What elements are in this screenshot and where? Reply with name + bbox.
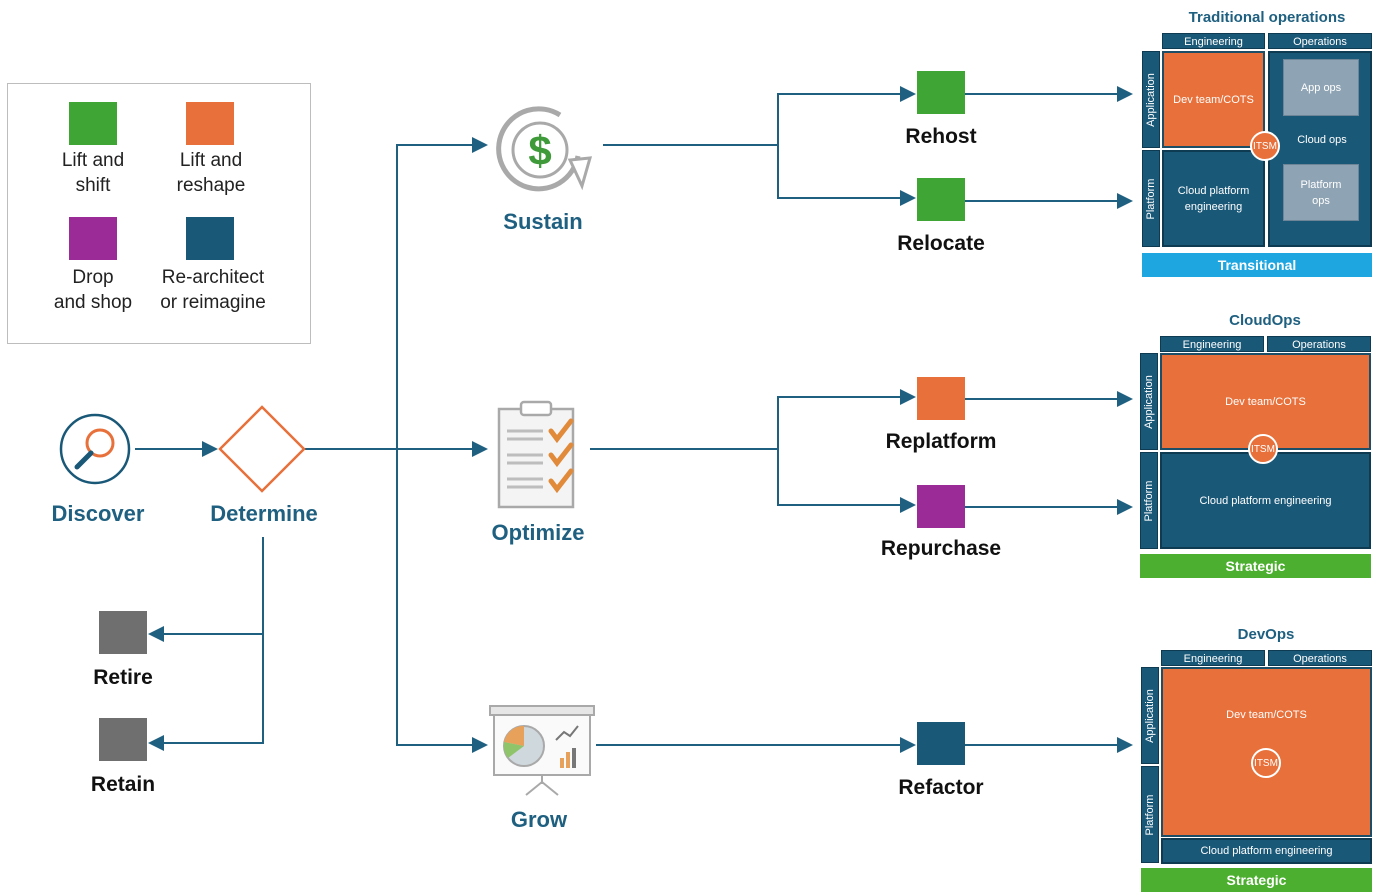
devops-dev-team-label: Dev team/COTS <box>1226 709 1307 721</box>
cloudops-application-side: Application <box>1140 353 1158 450</box>
line-to-retain <box>148 634 264 751</box>
devops-application-side: Application <box>1141 667 1159 764</box>
cloudops-itsm-badge: ITSM <box>1248 434 1278 464</box>
retain-label: Retain <box>90 773 156 796</box>
cloudops-platform-label: Platform <box>1143 480 1155 521</box>
cloudops-cloud-platform-cell: Cloud platform engineering <box>1160 452 1371 549</box>
rehost-square <box>917 71 965 114</box>
traditional-platform-ops-cell: Platform ops <box>1283 164 1359 221</box>
rehost-label: Rehost <box>905 125 977 148</box>
legend-label-rearchitect: Re-architect or reimagine <box>160 267 266 313</box>
retire-square <box>99 611 147 654</box>
line-to-grow <box>396 449 488 753</box>
traditional-transitional-bar: Transitional <box>1142 253 1372 277</box>
cloudops-dev-team-cell: Dev team/COTS <box>1160 353 1371 450</box>
cloudops-engineering-header: Engineering <box>1160 336 1264 352</box>
legend-label-lift-and-reshape: Lift and reshape <box>176 150 246 196</box>
optimize-label: Optimize <box>491 520 585 545</box>
traditional-operations-header: Operations <box>1268 33 1372 49</box>
line-to-repurchase <box>777 449 916 513</box>
cloudops-title: CloudOps <box>1229 312 1301 329</box>
line-to-retire <box>148 537 264 642</box>
cloudops-strategic-bar: Strategic <box>1140 554 1371 578</box>
sustain-label: Sustain <box>503 209 583 234</box>
presentation-chart-icon <box>489 705 595 796</box>
cloudops-operations-header: Operations <box>1267 336 1371 352</box>
relocate-square <box>917 178 965 221</box>
relocate-label: Relocate <box>897 232 985 255</box>
line-to-sustain <box>396 137 488 449</box>
retain-square <box>99 718 147 761</box>
traditional-application-side: Application <box>1142 51 1160 148</box>
traditional-dev-team-cell: Dev team/COTS <box>1162 51 1265 148</box>
devops-application-label: Application <box>1144 688 1156 743</box>
repurchase-label: Repurchase <box>880 537 1002 560</box>
retire-label: Retire <box>93 666 153 689</box>
traditional-platform-side: Platform <box>1142 150 1160 247</box>
devops-itsm-badge: ITSM <box>1251 748 1281 778</box>
traditional-app-ops-cell: App ops <box>1283 59 1359 116</box>
determine-label: Determine <box>210 501 318 526</box>
legend: Lift and shift Lift and reshape Drop and… <box>7 83 311 344</box>
traditional-engineering-header: Engineering <box>1162 33 1265 49</box>
cloudops-application-label: Application <box>1143 374 1155 429</box>
line-to-rehost <box>777 86 916 145</box>
grow-label: Grow <box>510 807 568 832</box>
traditional-title: Traditional operations <box>1188 9 1346 26</box>
svg-text:$: $ <box>528 127 551 174</box>
replatform-label: Replatform <box>885 430 997 453</box>
legend-swatch-lift-and-shift <box>69 102 117 145</box>
devops-cloud-platform-cell: Cloud platform engineering <box>1161 838 1372 864</box>
legend-label-drop-and-shop: Drop and shop <box>53 267 133 313</box>
devops-operations-header: Operations <box>1268 650 1372 666</box>
refactor-square <box>917 722 965 765</box>
traditional-cloud-platform-cell: Cloud platform engineering <box>1162 150 1265 247</box>
traditional-itsm-badge: ITSM <box>1250 131 1280 161</box>
cloudops-platform-side: Platform <box>1140 452 1158 549</box>
magnifier-icon <box>59 413 131 485</box>
traditional-cloud-ops-label: Cloud ops <box>1297 134 1347 146</box>
legend-label-lift-and-shift: Lift and shift <box>61 150 125 196</box>
replatform-square <box>917 377 965 420</box>
repurchase-square <box>917 485 965 528</box>
refactor-label: Refactor <box>898 776 984 799</box>
checklist-icon <box>497 400 575 509</box>
discover-label: Discover <box>51 501 145 526</box>
devops-platform-side: Platform <box>1141 766 1159 863</box>
line-to-relocate <box>777 145 916 206</box>
devops-strategic-bar: Strategic <box>1141 868 1372 892</box>
legend-swatch-lift-and-reshape <box>186 102 234 145</box>
traditional-platform-label: Platform <box>1145 178 1157 219</box>
decision-diamond-icon <box>218 405 306 493</box>
legend-swatch-drop-and-shop <box>69 217 117 260</box>
line-to-replatform <box>777 389 916 449</box>
legend-swatch-rearchitect <box>186 217 234 260</box>
traditional-application-label: Application <box>1145 72 1157 127</box>
devops-title: DevOps <box>1237 626 1295 643</box>
devops-engineering-header: Engineering <box>1161 650 1265 666</box>
dollar-cycle-icon: $ <box>496 106 593 192</box>
devops-platform-label: Platform <box>1144 794 1156 835</box>
